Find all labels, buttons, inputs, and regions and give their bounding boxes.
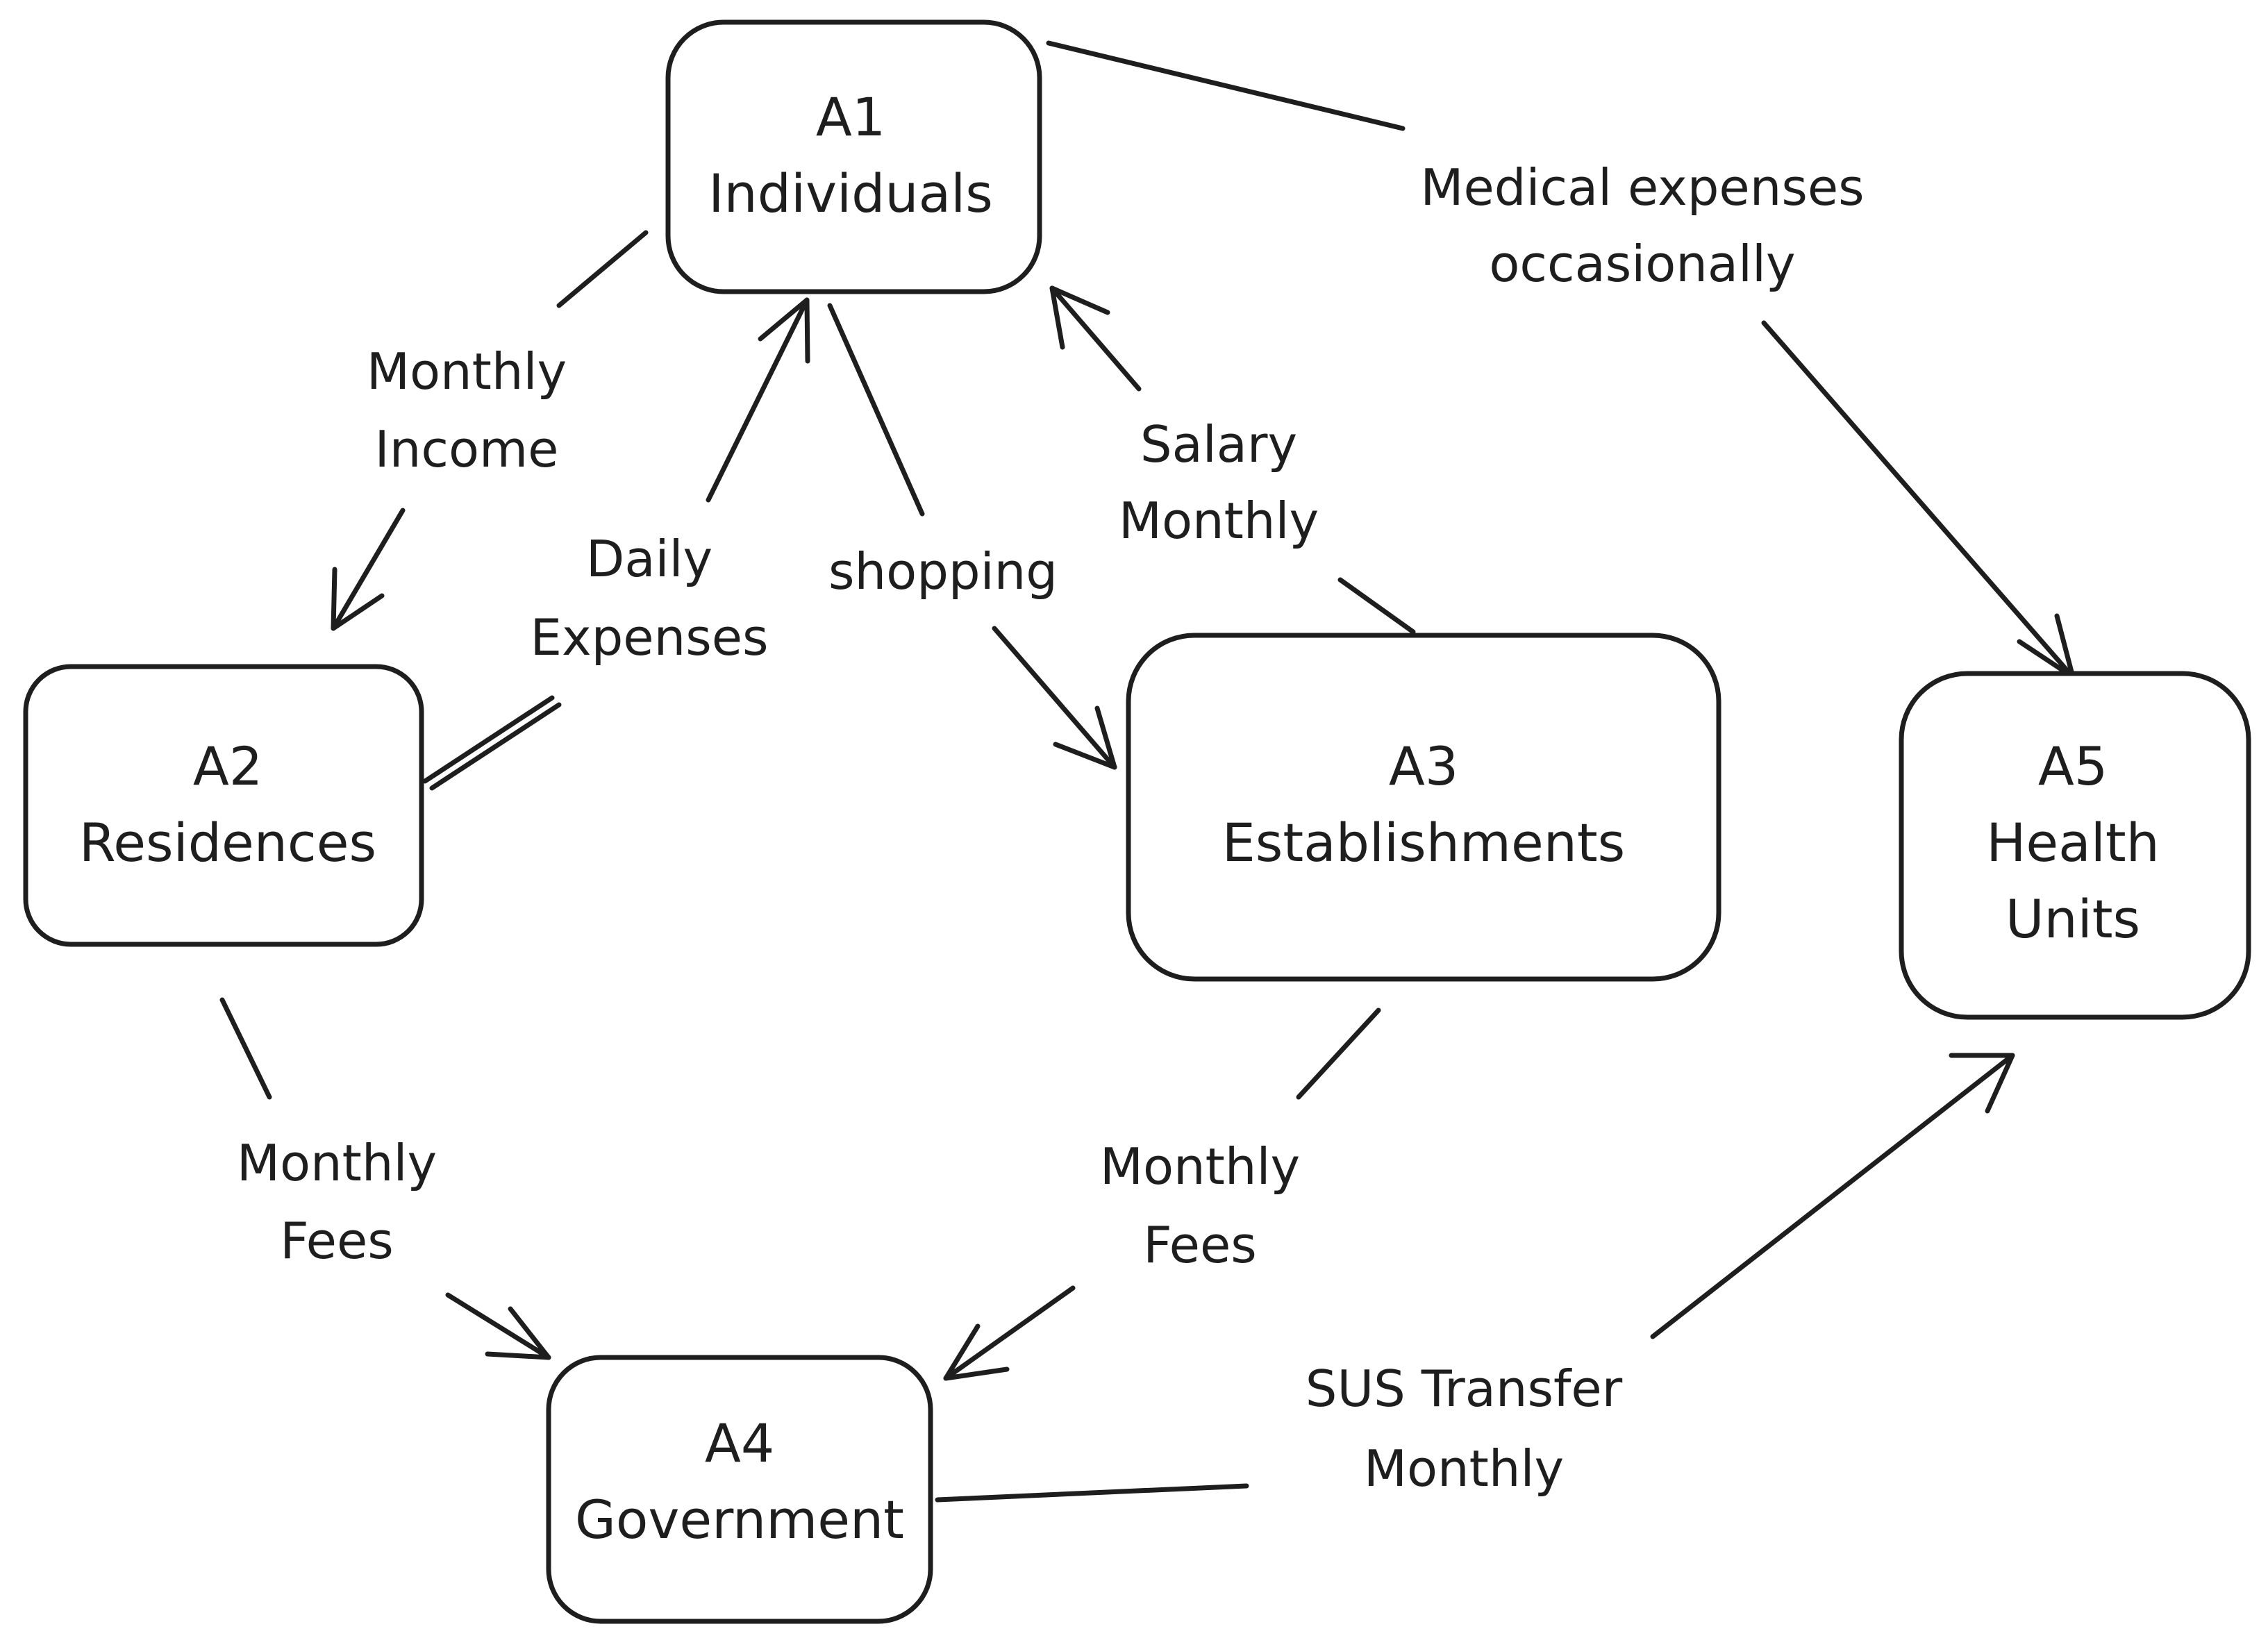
node-id: A5 [2038,735,2108,797]
edge-label: SUS Transfer [1306,1360,1623,1418]
node-label: Individuals [708,162,993,224]
node-a2-residences: A2 Residences [23,664,424,947]
edge-label: Medical expenses [1420,158,1864,217]
node-box [23,664,424,947]
edge-line [706,297,810,503]
edge-a2-to-a4: Monthly Fees [219,997,551,1360]
edge-line [992,626,1117,770]
node-box [665,19,1042,294]
edge-line [219,997,272,1100]
edge-a1-to-a5: Medical expenses occasionally [1046,40,2076,680]
arrowhead-icon [1053,705,1117,770]
edge-label: Fees [1143,1216,1257,1274]
edge-line [1337,577,1416,635]
edge-label: Monthly [1119,492,1319,550]
edge-line [827,303,925,517]
edge-label: shopping [828,542,1058,601]
arrowhead-icon [331,567,385,631]
edge-label: occasionally [1489,235,1795,293]
edge-line [943,1285,1076,1381]
node-a1-individuals: A1 Individuals [665,19,1042,294]
arrowhead-icon [1949,1053,2015,1114]
node-box [546,1355,933,1624]
arrowhead-icon [1049,285,1110,350]
edge-line [1296,1008,1381,1100]
edge-line [331,508,406,631]
node-a5-health-units: A5 Health Units [1899,671,2251,1020]
edge-line [1049,285,1142,392]
edge-line [445,1292,551,1360]
edge-label: Daily [586,530,712,588]
edge-label: Monthly [1100,1137,1300,1196]
edge-label: Monthly [237,1134,437,1192]
edge-label: Expenses [530,608,768,667]
edge-label: Monthly [367,342,567,401]
edge-a2-to-a1: Daily Expenses [422,297,810,791]
edge-line [1650,1053,2015,1339]
node-id: A3 [1389,735,1458,797]
node-label: Units [2006,888,2140,950]
node-label: Residences [79,812,376,873]
node-a4-government: A4 Government [546,1355,933,1624]
edge-a1-to-a3: shopping [827,303,1117,770]
edge-a4-to-a5: SUS Transfer Monthly [935,1053,2015,1503]
edge-a3-to-a4: Monthly Fees [943,1008,1381,1381]
edge-line [1046,40,1406,131]
edge-a1-to-a2: Monthly Income [331,230,649,631]
arrowhead-icon [485,1306,551,1360]
node-box [1126,633,1721,982]
edge-line [422,695,555,784]
arrowhead-icon [758,297,810,364]
edge-label: Salary [1140,415,1297,474]
edge-line [556,230,649,308]
edge-label: Monthly [1364,1439,1564,1498]
edge-line [429,702,562,791]
node-id: A2 [193,735,262,797]
edge-a3-to-a1: Salary Monthly [1049,285,1416,635]
edge-line [1761,320,2076,680]
node-a3-establishments: A3 Establishments [1126,633,1721,982]
arrowhead-icon [943,1323,1010,1381]
node-id: A1 [816,86,885,148]
edge-line [935,1483,1249,1503]
node-label: Establishments [1222,812,1626,873]
edge-label: Income [375,420,559,478]
node-box [1899,671,2251,1020]
edge-label: Fees [280,1212,394,1270]
node-label: Government [575,1489,904,1550]
node-id: A4 [705,1412,774,1474]
node-label: Health [1986,812,2160,873]
